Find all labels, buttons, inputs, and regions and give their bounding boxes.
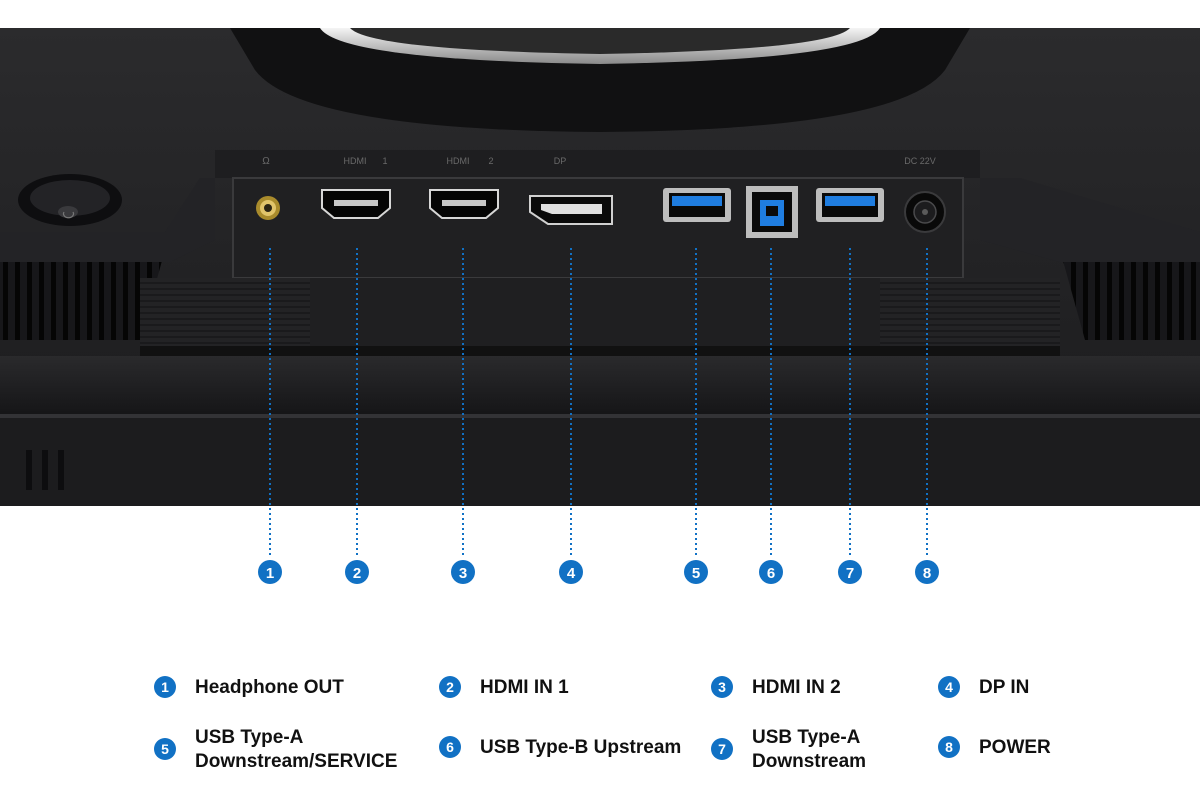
callout-number-3: 3 xyxy=(459,565,467,582)
joystick-button xyxy=(18,174,122,226)
port-label-strip: Ω HDMI 1 HDMI 2 DP DC 22V xyxy=(215,150,980,178)
stand-base xyxy=(0,356,1200,506)
hdmi-port-2 xyxy=(429,189,499,219)
displayport xyxy=(529,195,613,225)
label-hdmi1: HDMI xyxy=(344,156,367,166)
callout-number-1: 1 xyxy=(266,565,274,582)
callout-badge-6 xyxy=(759,560,783,584)
callout-number-8: 8 xyxy=(923,565,931,582)
headphone-jack xyxy=(256,196,280,220)
stand-ring xyxy=(230,28,970,132)
callout-badge-2 xyxy=(345,560,369,584)
callout-number-6: 6 xyxy=(767,565,775,582)
usb-a-port-7 xyxy=(816,188,884,222)
label-dc: DC 22V xyxy=(904,156,936,166)
vent-right xyxy=(1060,250,1200,340)
label-hdmi1-num: 1 xyxy=(382,156,387,166)
callout-badge-1 xyxy=(258,560,282,584)
label-hdmi2: HDMI xyxy=(447,156,470,166)
usb-b-port-6 xyxy=(746,186,798,238)
usb-a-port-5 xyxy=(663,188,731,222)
callout-number-7: 7 xyxy=(846,565,854,582)
label-dp: DP xyxy=(554,156,567,166)
vent-left xyxy=(0,250,165,340)
callout-badge-4 xyxy=(559,560,583,584)
label-hdmi2-num: 2 xyxy=(488,156,493,166)
label-headphone-icon: Ω xyxy=(262,156,270,167)
callout-number-5: 5 xyxy=(692,565,700,582)
power-jack xyxy=(904,191,946,233)
callout-badge-7 xyxy=(838,560,862,584)
hdmi-port-1 xyxy=(321,189,391,219)
callout-badge-8 xyxy=(915,560,939,584)
callout-number-4: 4 xyxy=(567,565,576,582)
callout-number-2: 2 xyxy=(353,565,361,582)
callout-badge-5 xyxy=(684,560,708,584)
callout-badge-3 xyxy=(451,560,475,584)
